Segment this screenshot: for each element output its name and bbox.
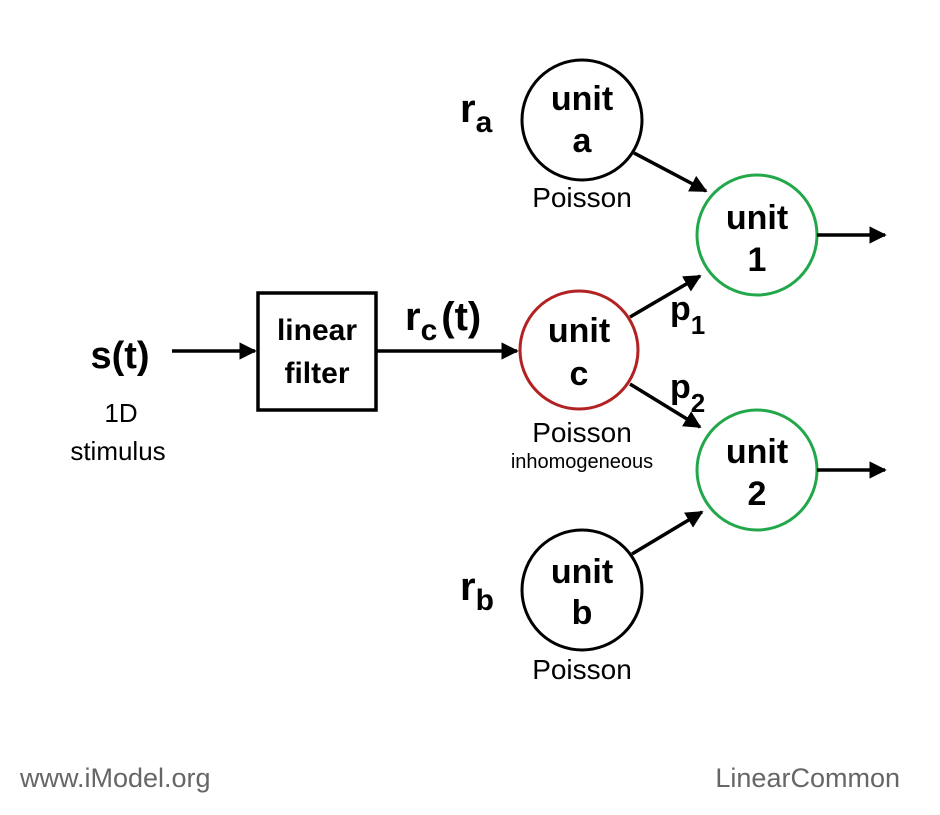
- unit-c-node: [518, 289, 640, 411]
- unit-b-label-line1: unit: [551, 553, 613, 591]
- unit-b-label-line2: b: [572, 594, 593, 632]
- unit-b-caption: Poisson: [532, 654, 632, 685]
- unit-1-label-line1: unit: [726, 199, 788, 237]
- arrow-unit-a-to-unit-1: [633, 151, 708, 193]
- arrow-unit-c-to-unit-2: [629, 382, 702, 429]
- unit-c-caption-line2: inhomogeneous: [511, 451, 653, 473]
- linear-filter-box: [256, 291, 378, 412]
- unit-a-label-line2: a: [573, 122, 593, 160]
- filter-output-rate-label: rc(t): [405, 295, 481, 347]
- arrow-unit-c-to-unit-1: [629, 274, 702, 319]
- unit-a-caption: Poisson: [532, 182, 632, 213]
- probability-p2-label: p2: [670, 368, 705, 418]
- filter-label-line2: filter: [284, 357, 349, 390]
- unit-b-node: [520, 528, 644, 652]
- unit-c-label-line1: unit: [548, 312, 610, 350]
- unit-a-rate-label: ra: [460, 87, 493, 139]
- unit-2-label-line1: unit: [726, 433, 788, 471]
- unit-2-label-line2: 2: [748, 475, 767, 513]
- footer-model-name: LinearCommon: [715, 763, 900, 793]
- input-caption-line2: stimulus: [70, 436, 165, 466]
- unit-c-label-line2: c: [570, 355, 589, 393]
- probability-p1-label: p1: [670, 290, 705, 340]
- unit-1-label-line2: 1: [748, 241, 767, 279]
- unit-a-label-line1: unit: [551, 80, 613, 118]
- filter-label-line1: linear: [277, 314, 357, 347]
- unit-b-rate-label: rb: [460, 565, 494, 617]
- unit-c-caption-line1: Poisson: [532, 417, 632, 448]
- footer-site-url: www.iModel.org: [20, 763, 211, 793]
- input-signal-label: s(t): [90, 335, 149, 377]
- arrow-unit-b-to-unit-2: [631, 510, 704, 556]
- input-caption-line1: 1D: [104, 398, 137, 428]
- unit-a-node: [520, 58, 644, 182]
